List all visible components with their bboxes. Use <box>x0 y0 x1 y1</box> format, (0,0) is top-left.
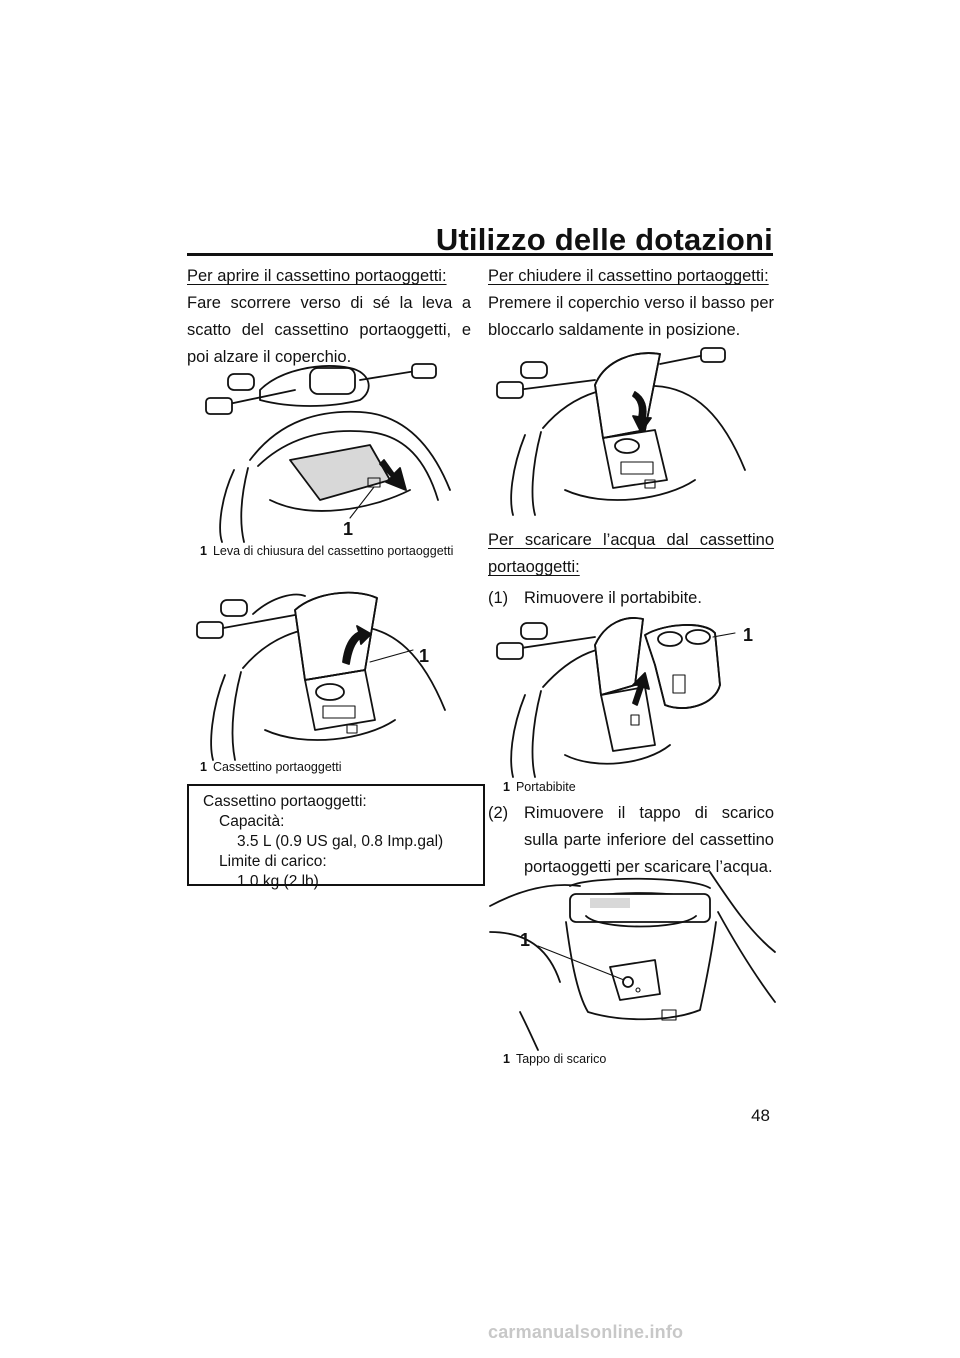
figure-close-lid-illustration <box>496 347 746 516</box>
figure-lock-lever-illustration: 1 <box>205 363 451 543</box>
step-2-text: Rimuovere il tappo di scarico sulla part… <box>524 804 774 876</box>
figure4-caption-num: 1 <box>503 780 510 794</box>
page-number: 48 <box>751 1106 770 1125</box>
figure-drain-plug-illustration: 1 <box>489 871 776 1051</box>
figure4-caption: 1 Portabibite <box>503 780 576 794</box>
figure4-callout: 1 <box>743 625 753 645</box>
specification-box: Cassettino portaoggetti: Capacità: 3.5 L… <box>187 784 485 890</box>
figure1-caption: 1 Leva di chiusura del cassettino portaog… <box>200 544 453 558</box>
figure1-caption-num: 1 <box>200 544 207 558</box>
footer-watermark[interactable]: carmanualsonline.info <box>488 1322 684 1342</box>
spec-title: Cassettino portaoggetti: <box>203 793 367 810</box>
close-text: Premere il coperchio verso il basso per … <box>488 294 774 339</box>
spec-load-value: 1.0 kg (2 lb) <box>237 873 319 890</box>
figure-cup-holder-illustration: 1 <box>496 617 753 778</box>
figure2-callout: 1 <box>419 646 429 666</box>
figure1-caption-text: Leva di chiusura del cassettino portaogg… <box>212 544 454 558</box>
step-1: (1) Rimuovere il portabibite. <box>488 585 774 612</box>
figure2-caption-num: 1 <box>200 760 207 774</box>
figure5-caption-num: 1 <box>503 1052 510 1066</box>
figure2-caption-text: Cassettino portaoggetti <box>212 760 342 774</box>
header-rule <box>187 253 773 256</box>
open-text: Fare scorrere verso di sé la leva a scat… <box>187 294 471 366</box>
open-heading: Per aprire il cassettino portaoggetti: <box>187 267 447 285</box>
right-column-drain: Per scaricare l’acqua dal cassettino por… <box>488 527 774 612</box>
right-column-step2: (2) Rimuovere il tappo di scarico sulla … <box>488 800 774 881</box>
figure-storage-compartment-illustration: 1 <box>196 591 446 761</box>
page-title: Utilizzo delle dotazioni <box>435 222 773 257</box>
figure5-callout: 1 <box>520 930 530 950</box>
figure5-caption-text: Tappo di scarico <box>515 1052 607 1066</box>
figure4-caption-text: Portabibite <box>515 780 576 794</box>
step-2-number: (2) <box>488 804 509 822</box>
step-2: (2) Rimuovere il tappo di scarico sulla … <box>488 800 774 881</box>
spec-load-label: Limite di carico: <box>219 853 327 870</box>
spec-capacity-value: 3.5 L (0.9 US gal, 0.8 Imp.gal) <box>237 833 444 850</box>
step-1-text: Rimuovere il portabibite. <box>524 589 702 607</box>
drain-heading: Per scaricare l’acqua dal cassettino por… <box>488 531 774 576</box>
step-1-number: (1) <box>488 589 509 607</box>
close-heading: Per chiudere il cassettino portaoggetti: <box>488 267 769 285</box>
left-column-intro: Per aprire il cassettino portaoggetti: F… <box>187 263 471 371</box>
right-column-close: Per chiudere il cassettino portaoggetti:… <box>488 263 774 344</box>
spec-capacity-label: Capacità: <box>219 813 285 830</box>
figure1-callout: 1 <box>343 519 353 539</box>
figure5-caption: 1 Tappo di scarico <box>503 1052 606 1066</box>
figure2-caption: 1 Cassettino portaoggetti <box>200 760 342 774</box>
